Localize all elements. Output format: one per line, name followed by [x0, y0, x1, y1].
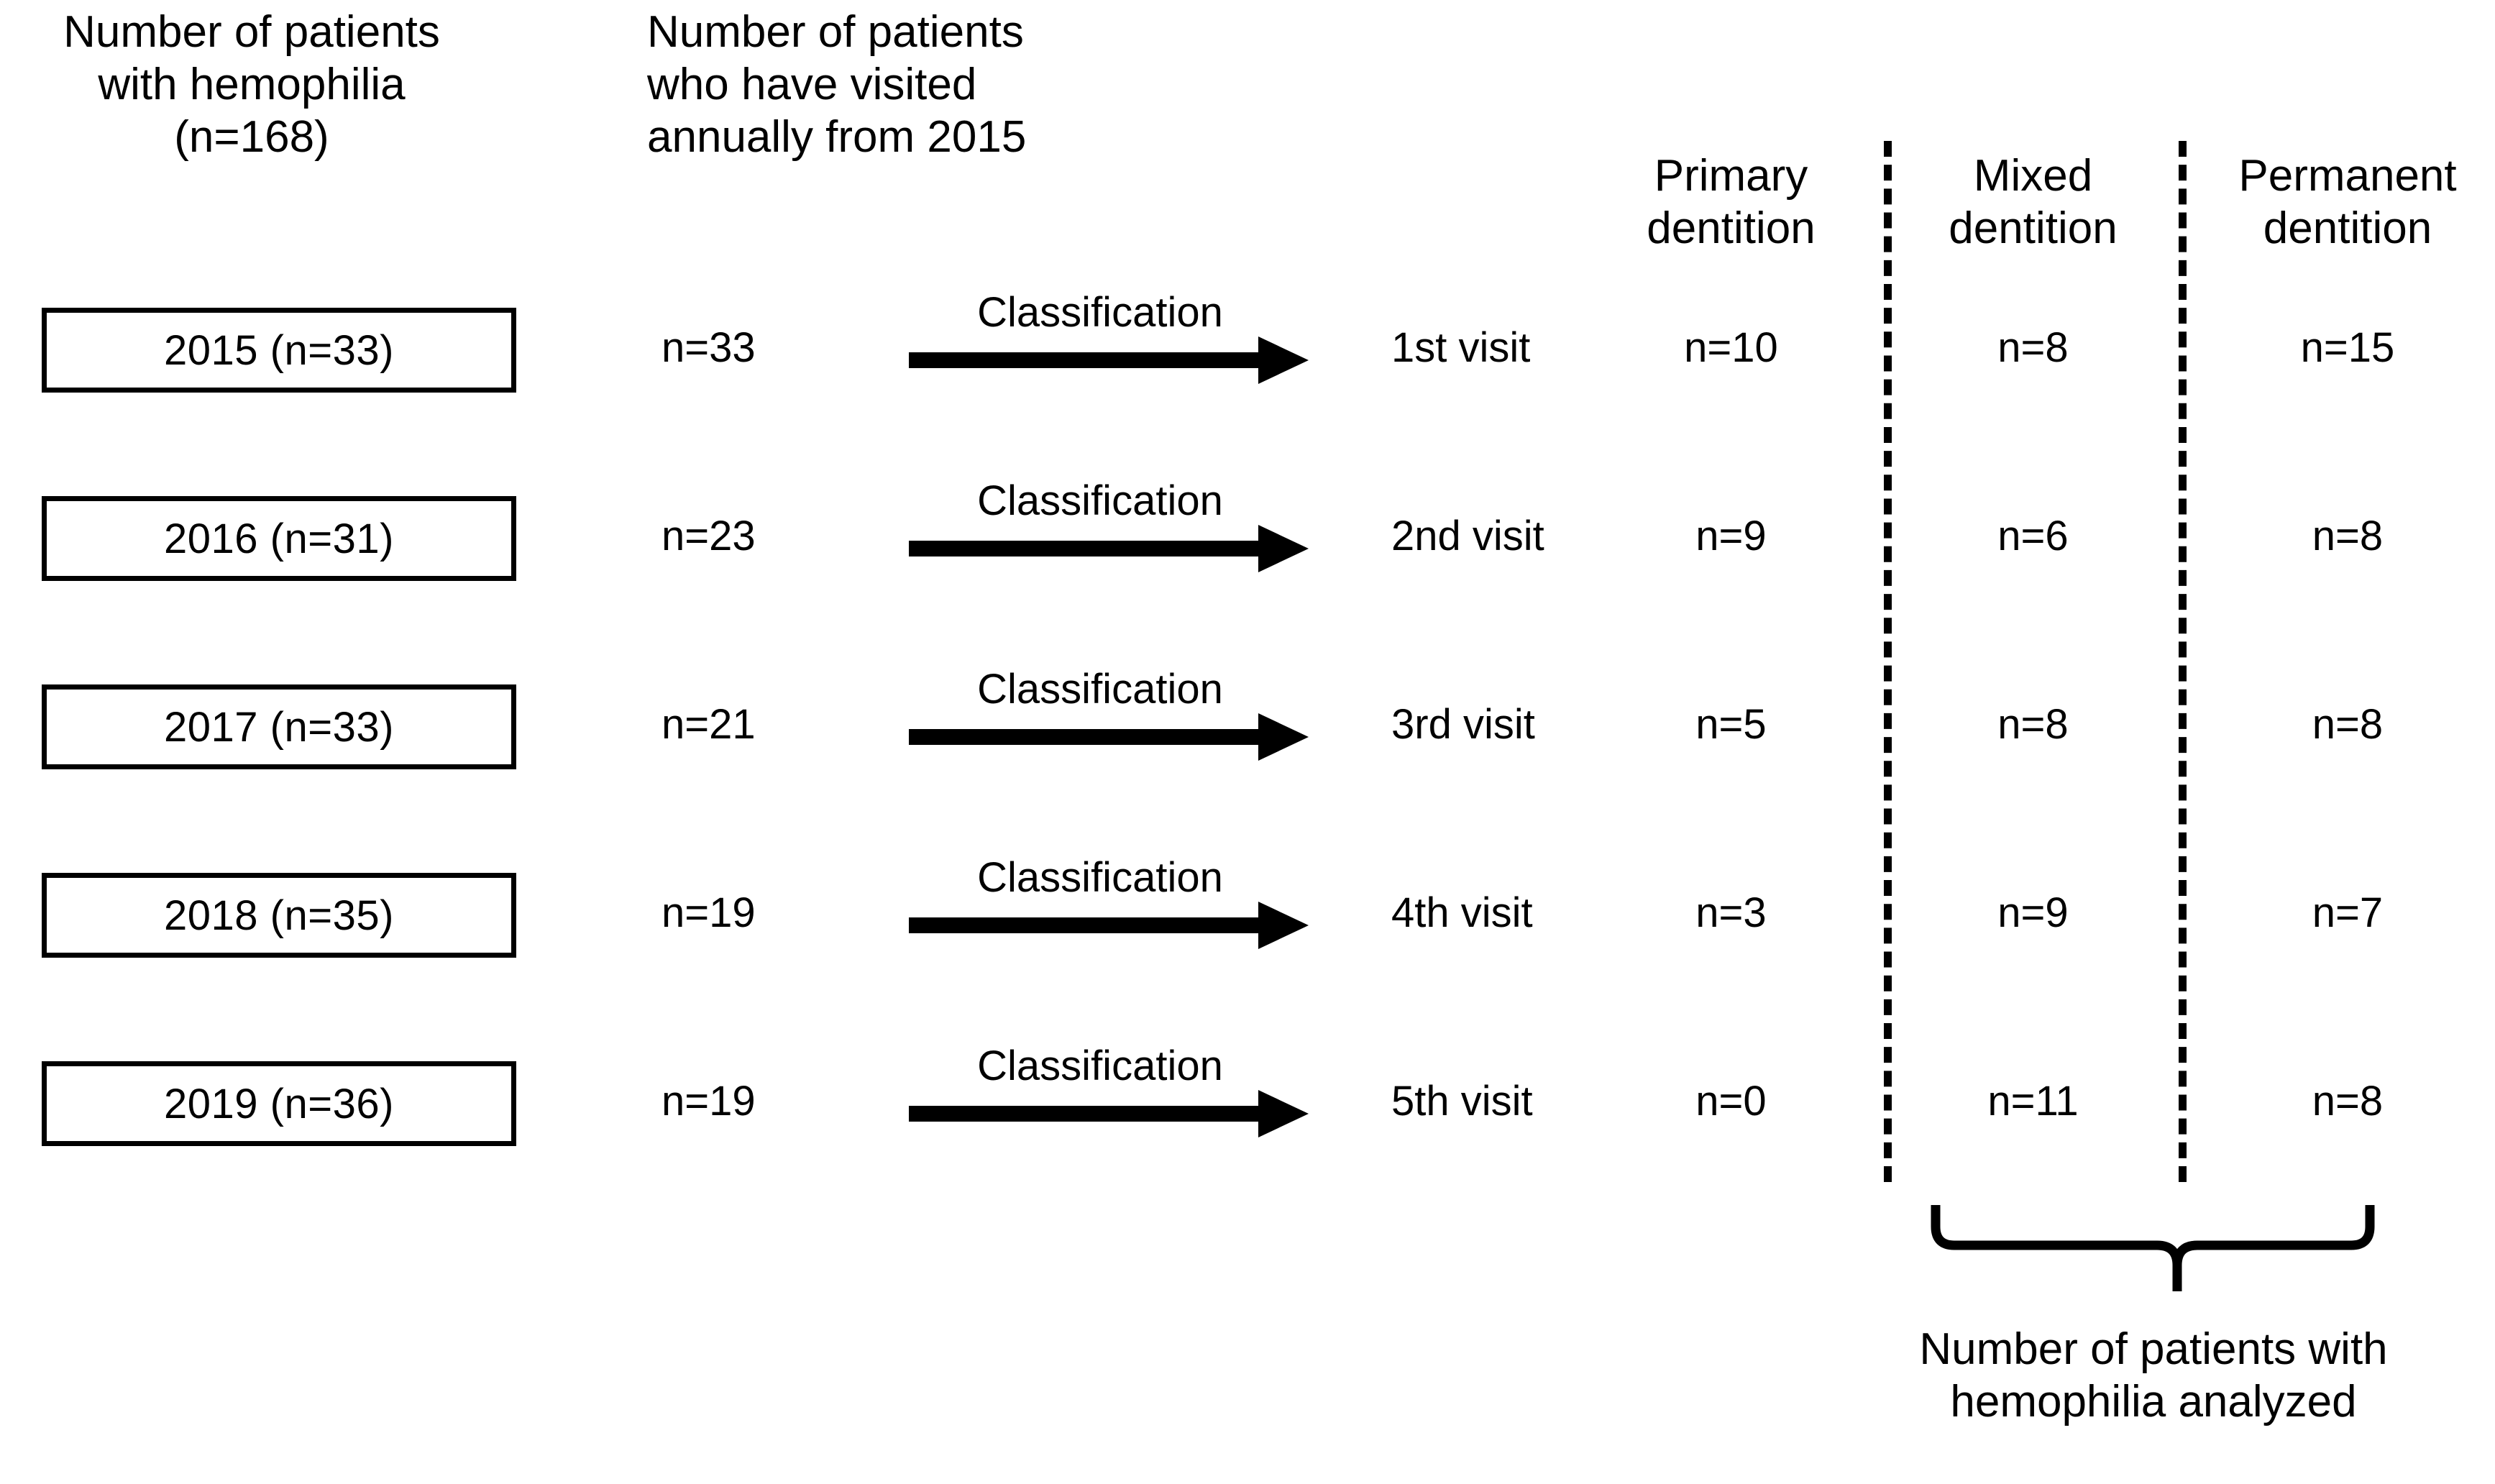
classification-arrow: Classification [899, 669, 1345, 777]
visited-count: n=19 [661, 1078, 756, 1125]
header-mixed-dentition: Mixed dentition [1916, 150, 2150, 255]
header-visited-line2: who have visited [647, 60, 977, 110]
header-visited-line1: Number of patients [647, 7, 1024, 57]
classification-arrow: Classification [899, 857, 1345, 965]
mixed-dentition-value: n=8 [1997, 701, 2069, 748]
classification-arrow-label: Classification [977, 1043, 1223, 1089]
visit-label: 3rd visit [1391, 701, 1535, 748]
year-box: 2017 (n=33) [42, 684, 516, 769]
header-primary-dentition: Primary dentition [1614, 150, 1848, 255]
classification-arrow: Classification [899, 1045, 1345, 1153]
flow-row: 2018 (n=35) n=19 Classification 4th visit n=… [0, 857, 2495, 988]
arrow-shaft-icon [909, 352, 1261, 368]
mixed-dentition-value: n=8 [1997, 324, 2069, 371]
header-mixed-line1: Mixed [1973, 151, 2093, 201]
arrow-shaft-icon [909, 729, 1261, 745]
flow-row: 2019 (n=36) n=19 Classification 5th visit n=… [0, 1045, 2495, 1176]
year-box: 2019 (n=36) [42, 1061, 516, 1146]
header-permanent-line1: Permanent [2238, 151, 2457, 201]
visit-label: 2nd visit [1391, 513, 1544, 559]
arrow-head-icon [1258, 713, 1309, 761]
classification-arrow: Classification [899, 292, 1345, 400]
arrow-head-icon [1258, 1090, 1309, 1137]
visit-label: 5th visit [1391, 1078, 1533, 1125]
classification-arrow-label: Classification [977, 477, 1223, 524]
header-primary-line2: dentition [1647, 203, 1816, 254]
arrow-shaft-icon [909, 1106, 1261, 1122]
primary-dentition-value: n=3 [1695, 889, 1767, 936]
arrow-head-icon [1258, 902, 1309, 949]
header-permanent-line2: dentition [2263, 203, 2432, 254]
arrow-shaft-icon [909, 541, 1261, 556]
header-hemophilia-line2: with hemophilia [98, 60, 406, 110]
visited-count: n=19 [661, 889, 756, 936]
arrow-head-icon [1258, 336, 1309, 384]
permanent-dentition-value: n=15 [2300, 324, 2395, 371]
visited-count: n=21 [661, 701, 756, 748]
classification-arrow-label: Classification [977, 854, 1223, 901]
header-hemophilia: Number of patients with hemophilia (n=16… [0, 6, 503, 163]
header-visited-annually: Number of patients who have visited annu… [647, 6, 1179, 163]
header-visited-line3: annually from 2015 [647, 112, 1027, 162]
bottom-caption-line2: hemophilia analyzed [1950, 1377, 2357, 1427]
header-permanent-dentition: Permanent dentition [2211, 150, 2484, 255]
header-hemophilia-line1: Number of patients [63, 7, 440, 57]
classification-arrow-label: Classification [977, 666, 1223, 713]
bottom-brace [1913, 1194, 2387, 1323]
mixed-dentition-value: n=9 [1997, 889, 2069, 936]
arrow-shaft-icon [909, 917, 1261, 933]
arrow-head-icon [1258, 525, 1309, 572]
year-box: 2015 (n=33) [42, 308, 516, 393]
bottom-caption-line1: Number of patients with [1919, 1324, 2388, 1374]
header-primary-line1: Primary [1654, 151, 1808, 201]
year-box: 2016 (n=31) [42, 496, 516, 581]
flow-row: 2017 (n=33) n=21 Classification 3rd visit n=… [0, 669, 2495, 800]
permanent-dentition-value: n=8 [2312, 513, 2384, 559]
flow-row: 2015 (n=33) n=33 Classification 1st visit n=… [0, 292, 2495, 423]
mixed-dentition-value: n=6 [1997, 513, 2069, 559]
primary-dentition-value: n=0 [1695, 1078, 1767, 1125]
primary-dentition-value: n=5 [1695, 701, 1767, 748]
dashed-separator-primary-mixed [1884, 141, 1892, 1182]
classification-arrow: Classification [899, 480, 1345, 588]
classification-arrow-label: Classification [977, 289, 1223, 336]
permanent-dentition-value: n=8 [2312, 701, 2384, 748]
dashed-separator-mixed-permanent [2179, 141, 2187, 1182]
flow-row: 2016 (n=31) n=23 Classification 2nd visit n=… [0, 480, 2495, 611]
permanent-dentition-value: n=8 [2312, 1078, 2384, 1125]
header-mixed-line2: dentition [1949, 203, 2118, 254]
primary-dentition-value: n=10 [1684, 324, 1778, 371]
year-box: 2018 (n=35) [42, 873, 516, 958]
mixed-dentition-value: n=11 [1987, 1078, 2079, 1125]
visit-label: 4th visit [1391, 889, 1533, 936]
permanent-dentition-value: n=7 [2312, 889, 2384, 936]
visited-count: n=33 [661, 324, 756, 371]
header-hemophilia-line3: (n=168) [174, 112, 329, 162]
visit-label: 1st visit [1391, 324, 1531, 371]
visited-count: n=23 [661, 513, 756, 559]
primary-dentition-value: n=9 [1695, 513, 1767, 559]
bottom-caption: Number of patients with hemophilia analy… [1819, 1323, 2488, 1428]
